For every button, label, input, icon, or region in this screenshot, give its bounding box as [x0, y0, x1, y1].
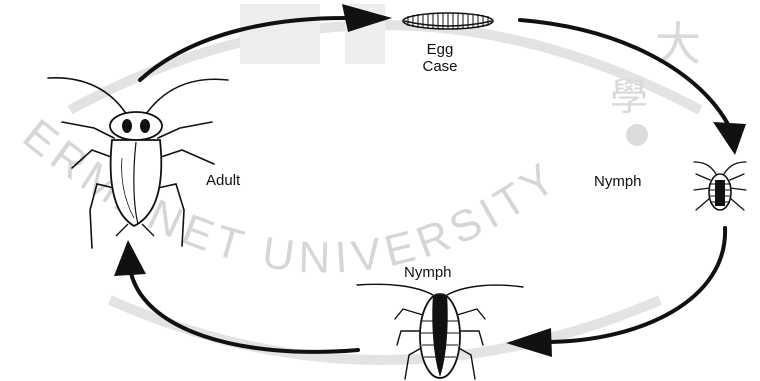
egg-case-label: Egg Case — [412, 41, 468, 75]
nymph-bottom-illustration — [355, 281, 525, 381]
arrow-nymph-to-nymph — [545, 228, 725, 342]
arrowhead-egg — [342, 4, 392, 32]
nymph-right-label: Nymph — [594, 173, 642, 190]
arrow-egg-to-nymph — [520, 20, 730, 128]
adult-label: Adult — [206, 172, 240, 189]
adult-cockroach-illustration — [42, 58, 232, 258]
nymph-right-illustration — [690, 160, 750, 224]
arrowhead-nymph-right — [713, 122, 746, 155]
nymph-bottom-label: Nymph — [404, 264, 452, 281]
egg-case-illustration — [398, 9, 498, 39]
egg-case-label-line-2: Case — [412, 58, 468, 75]
egg-case-label-line-1: Egg — [412, 41, 468, 58]
arrow-nymph-to-adult — [130, 268, 358, 352]
